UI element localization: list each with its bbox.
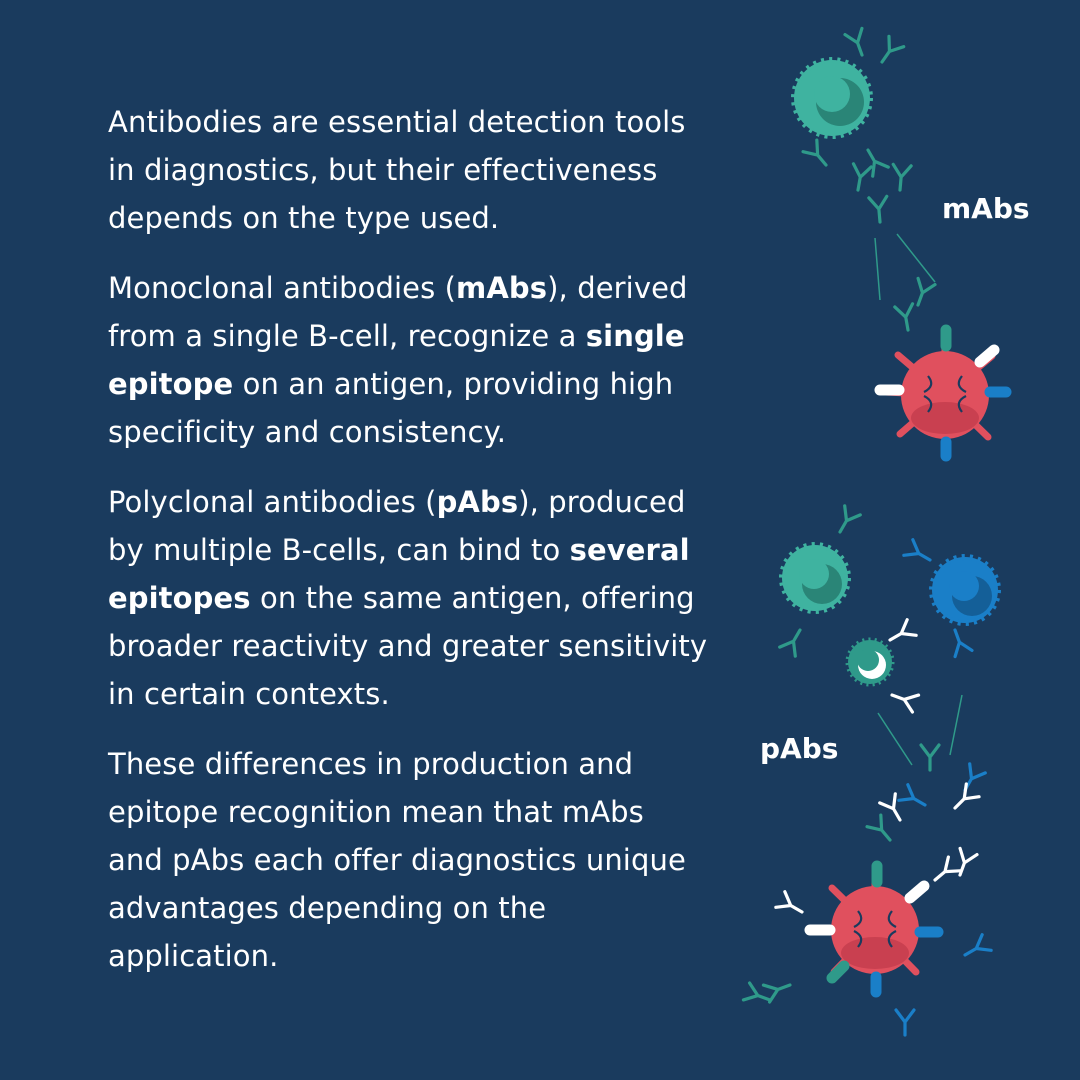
pabs-label: pAbs [760, 732, 839, 765]
pabs-b-cell-blue [929, 554, 1001, 626]
paragraph-1: Antibodies are essential detection tools… [108, 98, 708, 242]
pabs-pointer-lines [877, 694, 963, 766]
description-text: Antibodies are essential detection tools… [108, 98, 708, 1002]
body-text: Polyclonal antibodies ( [108, 485, 437, 519]
mabs-label: mAbs [942, 192, 1030, 225]
body-text: on the same antigen, offering broader re… [108, 581, 708, 711]
pabs-antigen [804, 860, 944, 998]
body-text: on an antigen, providing high specificit… [108, 367, 674, 449]
emphasis-text: single epitope [108, 319, 685, 401]
body-text: ), produced by multiple B-cells, can bin… [108, 485, 686, 567]
pabs-b-cell-white [845, 637, 895, 687]
paragraph-3: Polyclonal antibodies (pAbs), produced b… [108, 478, 708, 718]
mabs-pointer-lines [874, 233, 936, 301]
mabs-b-cell [791, 57, 873, 139]
paragraph-2: Monoclonal antibodies (mAbs), derived fr… [108, 264, 708, 456]
body-text: These differences in production and epit… [108, 747, 686, 973]
emphasis-text: mAbs [456, 271, 548, 305]
body-text: Monoclonal antibodies ( [108, 271, 457, 305]
pabs-b-cell-teal [779, 542, 851, 614]
mabs-antigen [874, 324, 1012, 462]
paragraph-4: These differences in production and epit… [108, 740, 708, 980]
emphasis-text: several epitopes [108, 533, 690, 615]
body-text: ), derived from a single B-cell, recogni… [108, 271, 688, 353]
body-text: Antibodies are essential detection tools… [108, 105, 686, 235]
emphasis-text: pAbs [436, 485, 519, 519]
